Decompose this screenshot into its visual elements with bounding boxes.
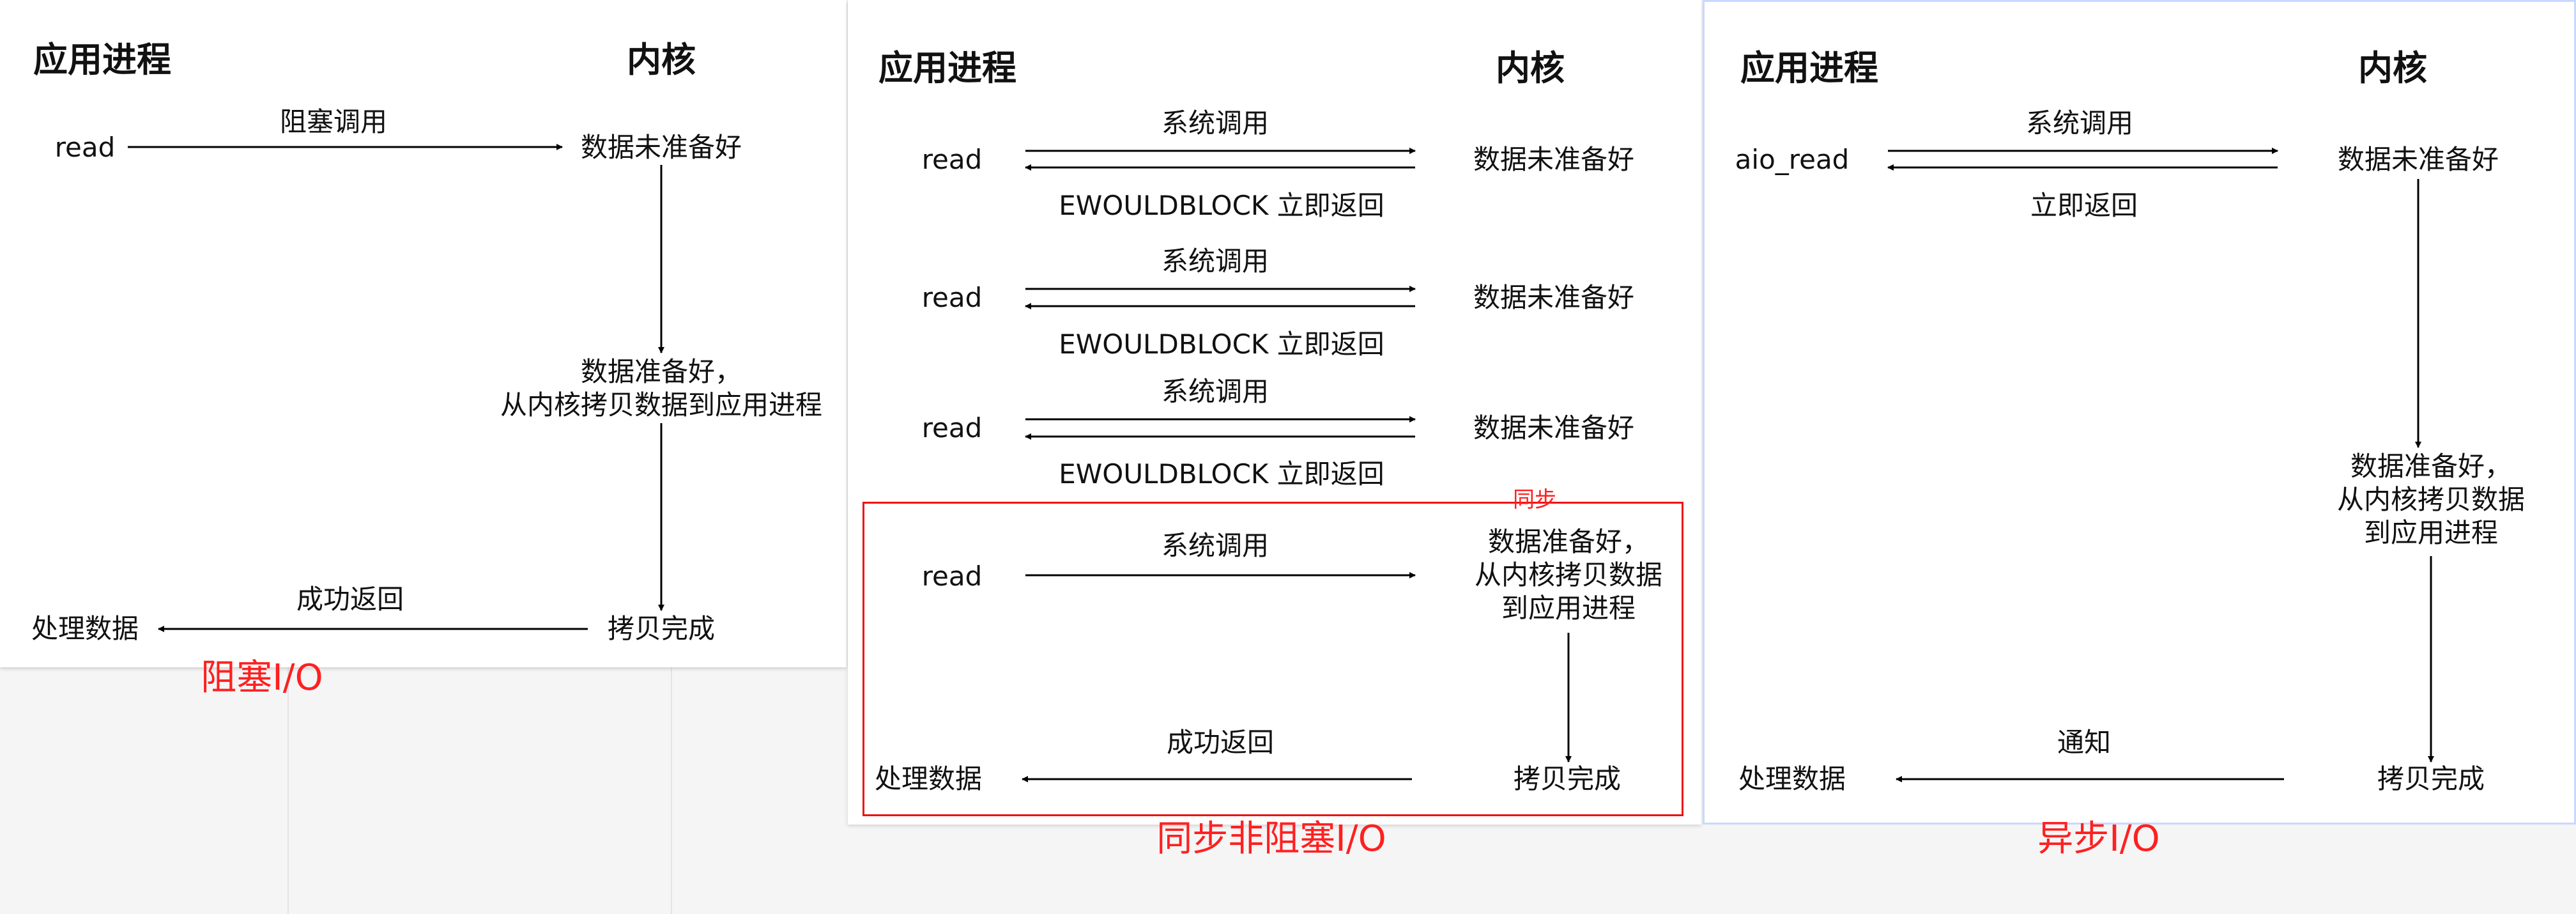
process-data-label: 处理数据 xyxy=(31,613,139,644)
data-ready-copy-label: 数据准备好， 从内核拷贝数据 到应用进程 xyxy=(1474,526,1663,624)
app-process-header: 应用进程 xyxy=(33,40,171,80)
blocking-io-panel xyxy=(0,0,847,667)
sync-tag: 同步 xyxy=(1513,487,1556,513)
data-ready-copy-label: 数据准备好， 从内核拷贝数据到应用进程 xyxy=(500,356,823,421)
data-not-ready-label: 数据未准备好 xyxy=(1473,282,1635,313)
read-label: read xyxy=(921,412,983,444)
copy-done-label: 拷贝完成 xyxy=(1513,763,1621,794)
process-data-label: 处理数据 xyxy=(1738,763,1846,794)
kernel-header: 内核 xyxy=(627,40,696,80)
success-return-label: 成功返回 xyxy=(296,584,404,615)
sync-nonblocking-io-panel xyxy=(848,0,1701,825)
aio-read-label: aio_read xyxy=(1735,144,1850,175)
success-return-label: 成功返回 xyxy=(1166,727,1275,758)
ewouldblock-return-label: EWOULDBLOCK 立即返回 xyxy=(1059,329,1384,360)
notify-label: 通知 xyxy=(2057,727,2112,758)
data-not-ready-label: 数据未准备好 xyxy=(2337,144,2499,175)
ewouldblock-return-label: EWOULDBLOCK 立即返回 xyxy=(1059,190,1384,221)
background-divider xyxy=(671,665,672,914)
copy-done-label: 拷贝完成 xyxy=(2377,763,2485,794)
ewouldblock-return-label: EWOULDBLOCK 立即返回 xyxy=(1059,458,1384,490)
read-label: read xyxy=(921,561,983,592)
read-label: read xyxy=(921,144,983,175)
syscall-label: 系统调用 xyxy=(2025,107,2134,139)
kernel-header: 内核 xyxy=(2358,48,2427,88)
data-not-ready-label: 数据未准备好 xyxy=(580,132,742,163)
immediate-return-label: 立即返回 xyxy=(2030,190,2138,221)
syscall-label: 系统调用 xyxy=(1161,530,1269,561)
data-not-ready-label: 数据未准备好 xyxy=(1473,144,1635,175)
call-label: 阻塞调用 xyxy=(279,106,388,137)
read-label: read xyxy=(54,132,116,163)
copy-done-label: 拷贝完成 xyxy=(607,613,716,644)
blocking-io-caption: 阻塞I/O xyxy=(201,657,323,699)
data-ready-copy-label: 数据准备好， 从内核拷贝数据 到应用进程 xyxy=(2336,451,2526,548)
read-label: read xyxy=(921,282,983,313)
app-process-header: 应用进程 xyxy=(1740,48,1878,88)
process-data-label: 处理数据 xyxy=(874,763,983,794)
syscall-label: 系统调用 xyxy=(1161,245,1269,277)
syscall-label: 系统调用 xyxy=(1161,107,1269,139)
sync-copy-highlight-box xyxy=(862,502,1683,816)
background-divider xyxy=(288,665,289,914)
async-io-caption: 异步I/O xyxy=(2037,818,2160,860)
data-not-ready-label: 数据未准备好 xyxy=(1473,412,1635,444)
syscall-label: 系统调用 xyxy=(1161,376,1269,407)
app-process-header: 应用进程 xyxy=(878,48,1016,88)
sync-nonblocking-io-caption: 同步非阻塞I/O xyxy=(1156,818,1386,860)
kernel-header: 内核 xyxy=(1496,48,1565,88)
